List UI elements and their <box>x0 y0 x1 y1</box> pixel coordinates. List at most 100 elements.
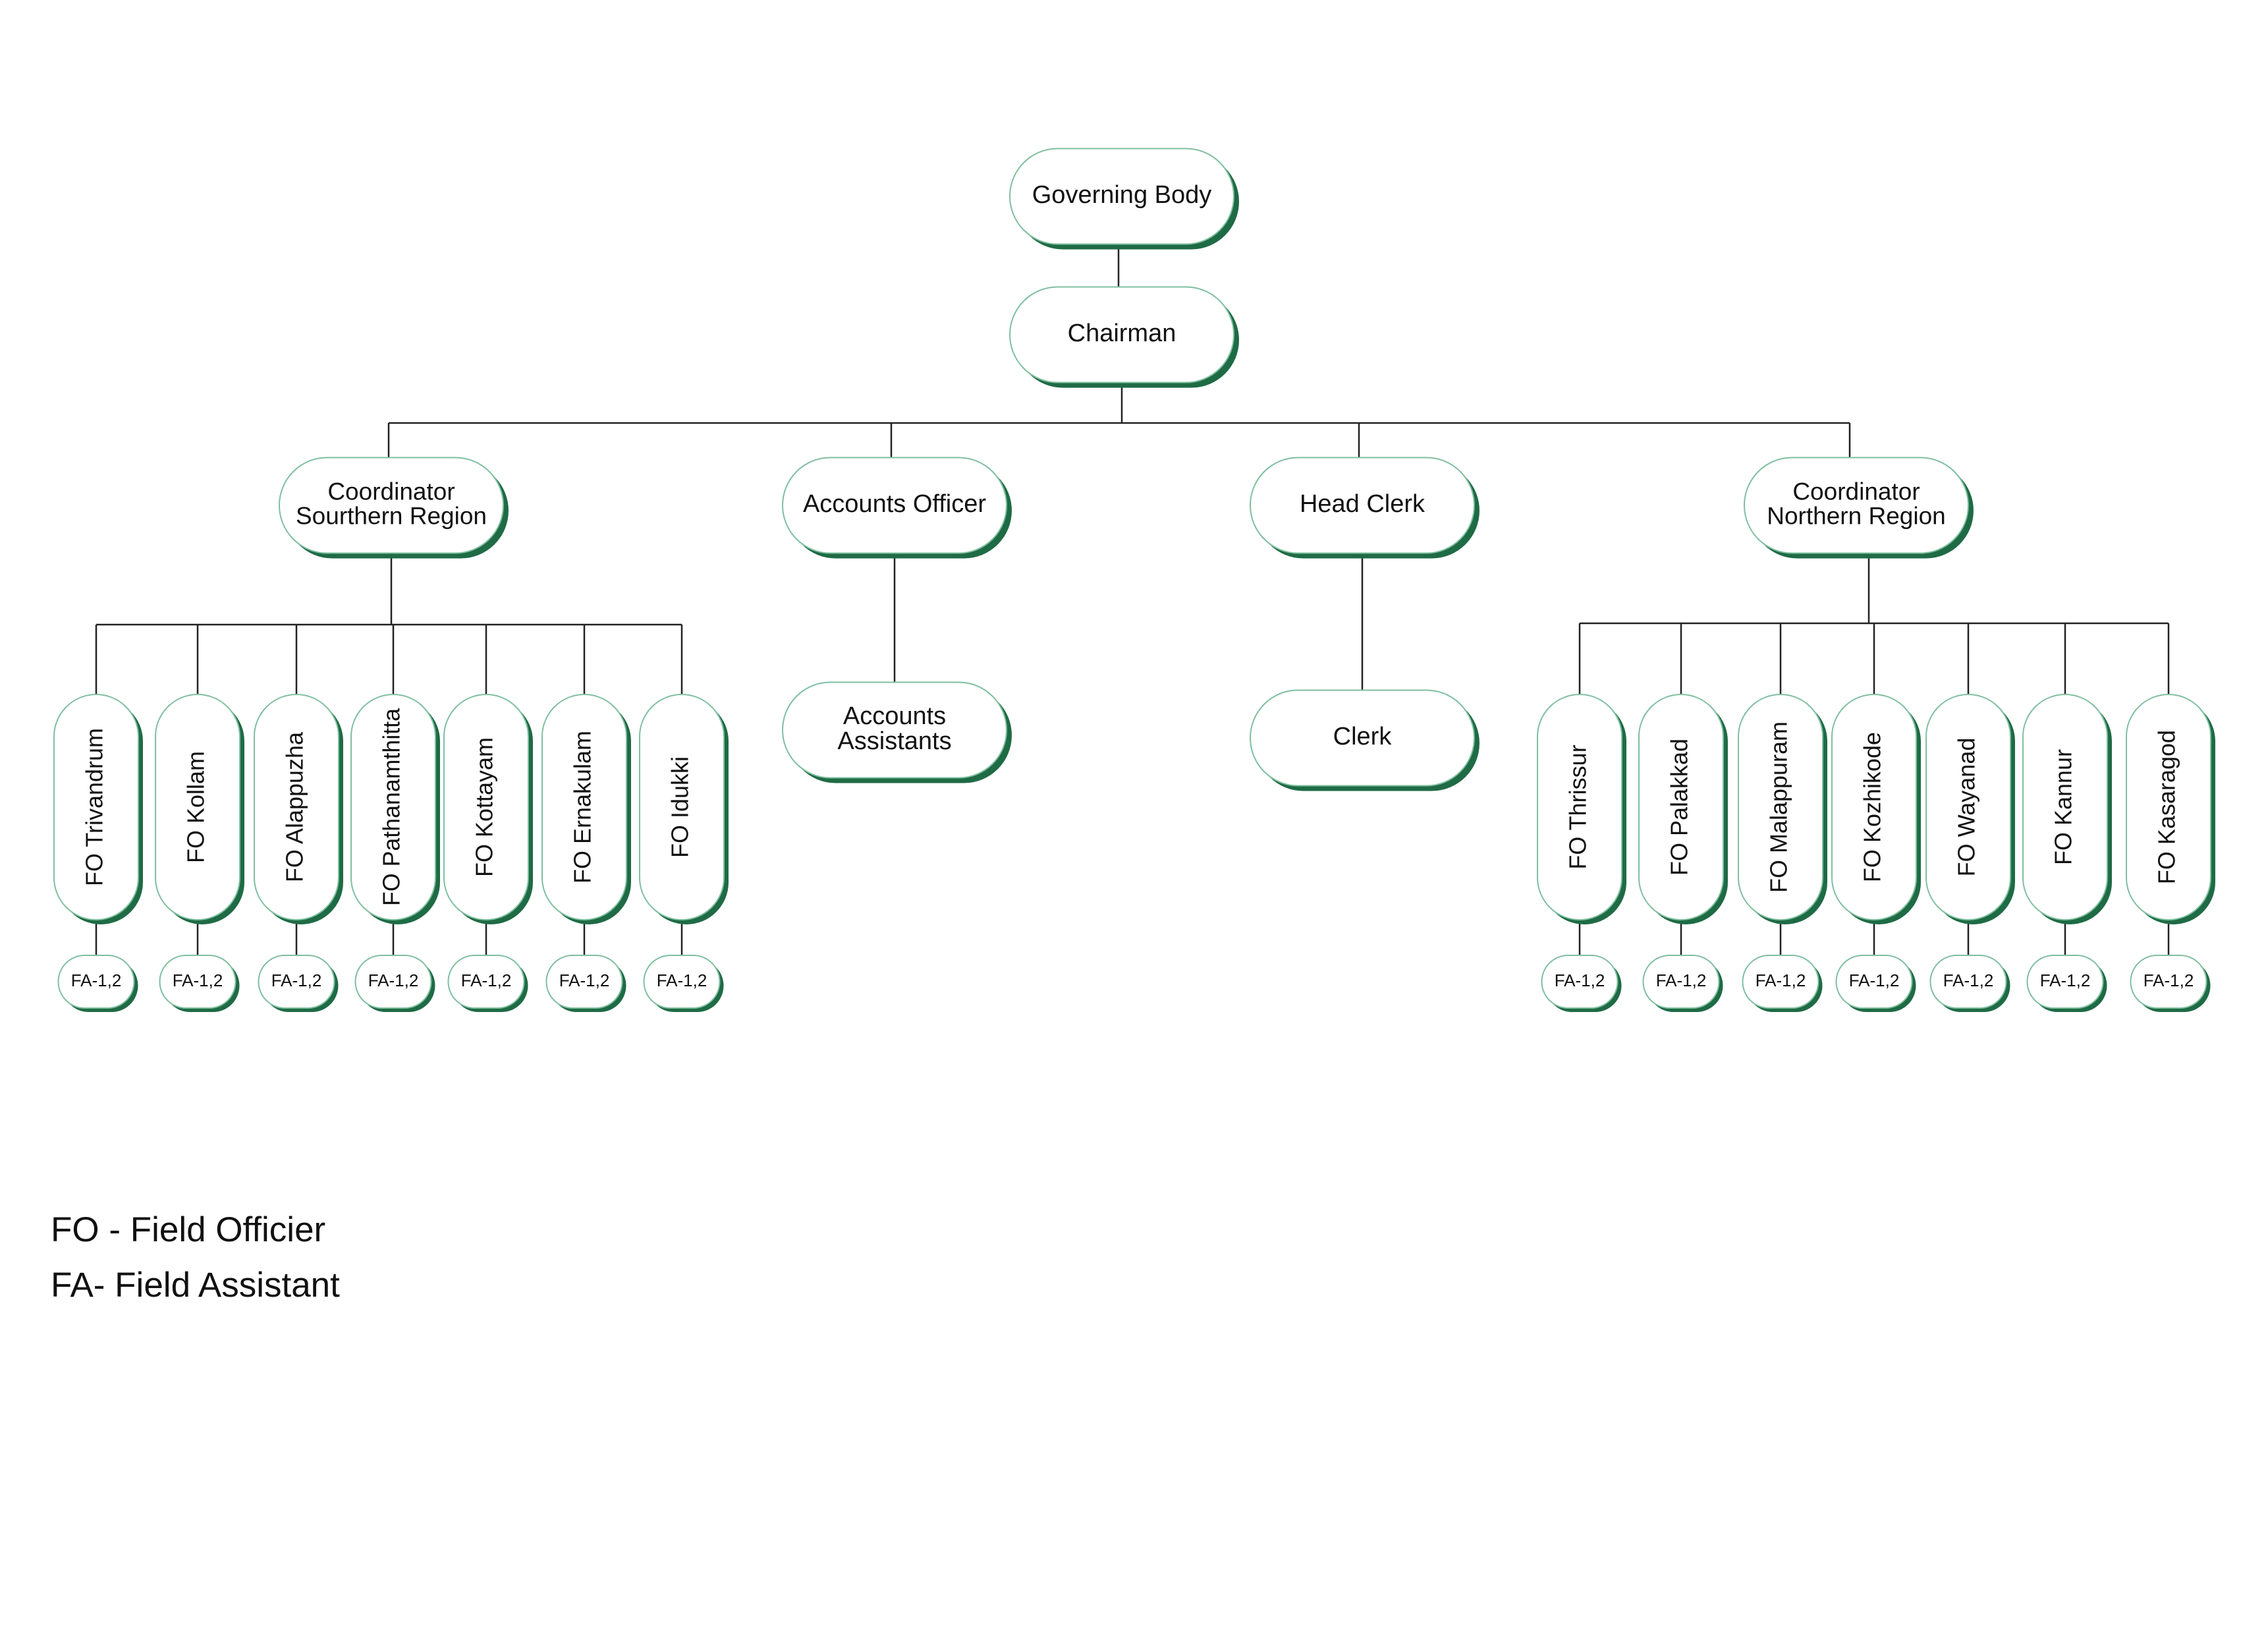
node-chairman: Chairman <box>1009 286 1239 388</box>
node-north-fa-5: FA-1,2 <box>1929 955 2010 1012</box>
node-south-fo-2-box <box>155 694 240 920</box>
node-south-fa-6-label: FA-1,2 <box>559 971 610 990</box>
node-south-fa-1-box <box>57 955 135 1009</box>
node-north-fa-2: FA-1,2 <box>1642 955 1723 1012</box>
node-south-fa-2-label: FA-1,2 <box>173 971 223 990</box>
node-clerk-label: Clerk <box>1333 723 1393 750</box>
node-north-fo-5: FO Wayanad <box>1925 694 2015 924</box>
node-south-fo-5-label: FO Kottayam <box>471 737 498 877</box>
node-north-fa-2-label: FA-1,2 <box>1656 971 1707 990</box>
node-south-fo-2: FO Kollam <box>155 694 244 924</box>
node-south-fo-5: FO Kottayam <box>443 694 533 924</box>
node-north-fa-3-box <box>1742 955 1819 1009</box>
node-coordinator-southern-label-1: Coordinator <box>327 478 455 505</box>
node-north-fa-1: FA-1,2 <box>1541 955 1622 1012</box>
node-head-clerk-label: Head Clerk <box>1300 490 1425 518</box>
node-accounts-officer: Accounts Officer <box>782 457 1012 559</box>
node-south-fa-4-label: FA-1,2 <box>368 971 419 990</box>
node-north-fa-7-label: FA-1,2 <box>2144 971 2194 990</box>
node-south-fa-7-box <box>643 955 721 1009</box>
node-governing-body-label: Governing Body <box>1032 181 1212 209</box>
node-north-fo-6: FO Kannur <box>2022 694 2112 924</box>
node-south-fo-5-box <box>443 694 529 920</box>
node-clerk: Clerk <box>1250 689 1480 791</box>
node-accounts-assistants-box <box>782 681 1007 779</box>
node-south-fo-3: FO Alappuzha <box>254 694 343 924</box>
node-south-fa-6-box <box>545 955 623 1009</box>
node-south-fa-4: FA-1,2 <box>354 955 435 1012</box>
legend-fo: FO - Field Officier <box>51 1210 326 1249</box>
node-coordinator-southern-box <box>279 457 504 554</box>
node-north-fo-6-label: FO Kannur <box>2050 749 2077 865</box>
node-north-fa-6-box <box>2026 955 2104 1009</box>
node-south-fa-5: FA-1,2 <box>447 955 528 1012</box>
node-south-fo-4: FO Pathanamthitta <box>350 694 440 924</box>
node-accounts-officer-label: Accounts Officer <box>803 490 986 518</box>
node-south-fa-6: FA-1,2 <box>545 955 626 1012</box>
node-governing-body-box <box>1009 148 1234 245</box>
node-north-fo-1-box <box>1537 694 1622 920</box>
node-north-fo-5-label: FO Wayanad <box>1953 738 1980 877</box>
node-south-fa-5-label: FA-1,2 <box>461 971 512 990</box>
node-north-fo-1: FO Thrissur <box>1537 694 1626 924</box>
node-coordinator-southern-label-2: Sourthern Region <box>296 502 487 529</box>
node-head-clerk: Head Clerk <box>1250 457 1480 559</box>
node-north-fa-3: FA-1,2 <box>1742 955 1823 1012</box>
node-south-fo-1-label: FO Trivandrum <box>81 728 108 886</box>
node-accounts-assistants-label-2: Assistants <box>837 727 951 755</box>
node-south-fo-4-box <box>350 694 436 920</box>
node-south-fo-3-box <box>254 694 339 920</box>
node-accounts-assistants-label-1: Accounts <box>843 702 946 730</box>
node-north-fa-7: FA-1,2 <box>2130 955 2211 1012</box>
node-north-fo-3-box <box>1738 694 1823 920</box>
node-south-fa-3-label: FA-1,2 <box>271 971 322 990</box>
node-south-fa-4-box <box>354 955 432 1009</box>
node-south-fa-7: FA-1,2 <box>643 955 724 1012</box>
node-south-fa-3-box <box>258 955 335 1009</box>
node-south-fa-1: FA-1,2 <box>57 955 138 1012</box>
node-north-fo-3: FO Malappuram <box>1738 694 1827 924</box>
node-chairman-label: Chairman <box>1068 320 1176 347</box>
node-north-fo-2-box <box>1638 694 1724 920</box>
node-south-fa-5-box <box>447 955 525 1009</box>
node-head-clerk-box <box>1250 457 1475 554</box>
node-south-fo-7-label: FO Idukki <box>667 756 694 858</box>
node-clerk-box <box>1250 689 1475 787</box>
node-coordinator-northern-label-2: Northern Region <box>1767 502 1945 529</box>
node-south-fa-2: FA-1,2 <box>159 955 240 1012</box>
node-south-fo-6-label: FO Ernakulam <box>569 731 596 884</box>
node-north-fa-5-box <box>1929 955 2007 1009</box>
node-north-fa-1-label: FA-1,2 <box>1555 971 1605 990</box>
node-north-fo-6-box <box>2022 694 2108 920</box>
node-south-fo-7-box <box>639 694 725 920</box>
node-north-fa-4-label: FA-1,2 <box>1849 971 1900 990</box>
node-south-fa-3: FA-1,2 <box>258 955 339 1012</box>
node-accounts-officer-box <box>782 457 1007 554</box>
node-south-fo-1-box <box>53 694 139 920</box>
node-north-fo-5-box <box>1925 694 2011 920</box>
node-south-fo-1: FO Trivandrum <box>53 694 143 924</box>
node-south-fo-2-label: FO Kollam <box>182 751 209 863</box>
node-north-fa-2-box <box>1642 955 1720 1009</box>
node-north-fo-4-box <box>1831 694 1917 920</box>
node-south-fo-6-box <box>541 694 627 920</box>
node-coordinator-northern-box <box>1744 457 1969 554</box>
node-north-fa-1-box <box>1541 955 1618 1009</box>
node-south-fa-7-label: FA-1,2 <box>657 971 707 990</box>
node-north-fo-7-label: FO Kasaragod <box>2153 730 2180 884</box>
node-north-fo-4-label: FO Kozhikode <box>1859 732 1886 882</box>
node-south-fo-6: FO Ernakulam <box>541 694 631 924</box>
node-north-fo-2-label: FO Palakkad <box>1666 739 1693 876</box>
node-chairman-box <box>1009 286 1234 383</box>
node-north-fa-5-label: FA-1,2 <box>1943 971 1994 990</box>
node-north-fo-1-label: FO Thrissur <box>1564 745 1591 869</box>
node-north-fa-6-label: FA-1,2 <box>2040 971 2091 990</box>
node-north-fa-3-label: FA-1,2 <box>1756 971 1806 990</box>
node-north-fa-4-box <box>1835 955 1913 1009</box>
node-south-fo-4-label: FO Pathanamthitta <box>378 708 405 906</box>
node-south-fo-3-label: FO Alappuzha <box>281 731 308 882</box>
